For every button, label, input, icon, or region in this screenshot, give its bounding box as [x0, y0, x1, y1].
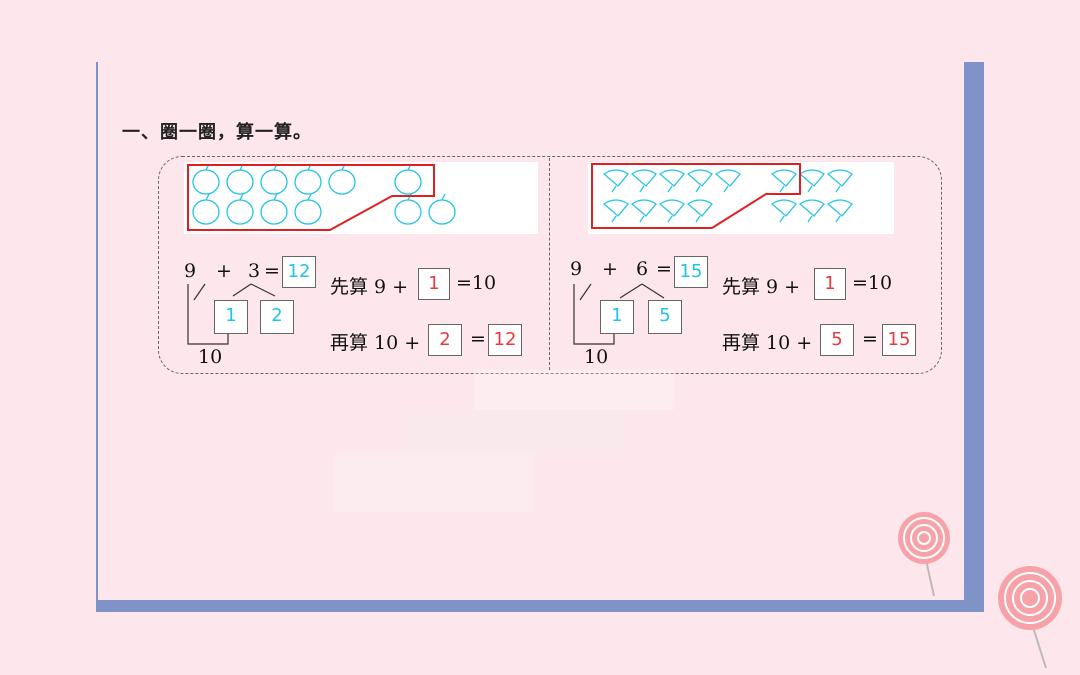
left-step2-box[interactable]: 2 [428, 324, 462, 356]
left-step2-text: 再算 10 + [330, 332, 421, 354]
exercise-panel [158, 156, 942, 374]
apple-icon [192, 163, 220, 195]
apple-icon [260, 193, 288, 225]
ginkgo-leaf-icon [686, 199, 713, 223]
ginkgo-leaf-icon [714, 169, 741, 193]
right-split-lines [573, 283, 665, 345]
ginkgo-leaf-icon [630, 169, 657, 193]
left-split-box-a[interactable]: 1 [214, 300, 248, 334]
apple-icon [394, 193, 422, 225]
lollipop-icon [898, 512, 950, 597]
right-ten-label: 10 [584, 346, 609, 368]
right-step1-box[interactable]: 1 [814, 268, 846, 300]
right-split-box-b[interactable]: 5 [648, 300, 682, 334]
apple-icon [226, 193, 254, 225]
ginkgo-leaf-icon [686, 169, 713, 193]
right-step2-result[interactable]: 15 [882, 324, 916, 356]
apple-icon [328, 163, 356, 195]
apple-icon [428, 193, 456, 225]
ginkgo-leaf-icon [602, 199, 629, 223]
circled-group [591, 163, 801, 229]
lollipop-icon [998, 566, 1062, 669]
apple-icon [294, 193, 322, 225]
ginkgo-leaf-icon [770, 169, 797, 193]
left-addend-1: 9 [184, 260, 197, 282]
apple-icon [226, 163, 254, 195]
ginkgo-leaf-icon [630, 199, 657, 223]
left-addend-2: 3 [248, 260, 261, 282]
ginkgo-leaf-icon [658, 169, 685, 193]
apple-icon [192, 193, 220, 225]
left-split-lines [187, 283, 276, 345]
circled-group [187, 164, 435, 231]
right-equals: = [656, 258, 672, 280]
ginkgo-leaf-icon [658, 199, 685, 223]
apple-icon [294, 163, 322, 195]
slide: 一、圈一圈，算一算。 9 + 3 = 12 1 2 10 先算 9 + 1 =1… [98, 62, 964, 600]
apple-icons [187, 163, 456, 231]
watermark-smudge [334, 362, 674, 512]
right-step1-tail: =10 [852, 272, 893, 294]
left-plus: + [216, 260, 232, 282]
ginkgo-leaf-icon [826, 169, 853, 193]
ginkgo-picture [588, 162, 894, 234]
exercise-title: 一、圈一圈，算一算。 [122, 122, 312, 143]
apple-icon [394, 163, 422, 195]
right-step1-text: 先算 9 + [722, 276, 801, 298]
ginkgo-leaf-icon [826, 199, 853, 223]
left-step2-result[interactable]: 12 [488, 324, 522, 356]
ginkgo-leaf-icons [591, 163, 853, 229]
left-ten-label: 10 [198, 346, 223, 368]
right-step2-equals: = [862, 328, 878, 350]
left-equals: = [264, 260, 280, 282]
ginkgo-leaf-icon [770, 199, 797, 223]
right-plus: + [602, 258, 618, 280]
right-addend-1: 9 [570, 258, 583, 280]
right-addend-2: 6 [636, 258, 649, 280]
ginkgo-leaf-icon [798, 169, 825, 193]
left-step1-text: 先算 9 + [330, 276, 409, 298]
left-step1-box[interactable]: 1 [418, 268, 450, 300]
left-step2-equals: = [470, 328, 486, 350]
ginkgo-leaf-icon [602, 169, 629, 193]
left-split-box-b[interactable]: 2 [260, 300, 294, 334]
right-split-box-a[interactable]: 1 [600, 300, 634, 334]
left-result-box[interactable]: 12 [282, 256, 316, 288]
right-result-box[interactable]: 15 [674, 256, 708, 288]
left-step1-tail: =10 [456, 272, 497, 294]
panel-divider [549, 158, 550, 370]
right-step2-text: 再算 10 + [722, 332, 813, 354]
ginkgo-leaf-icon [798, 199, 825, 223]
apple-icon [260, 163, 288, 195]
right-step2-box[interactable]: 5 [820, 324, 854, 356]
apple-picture [184, 162, 538, 234]
